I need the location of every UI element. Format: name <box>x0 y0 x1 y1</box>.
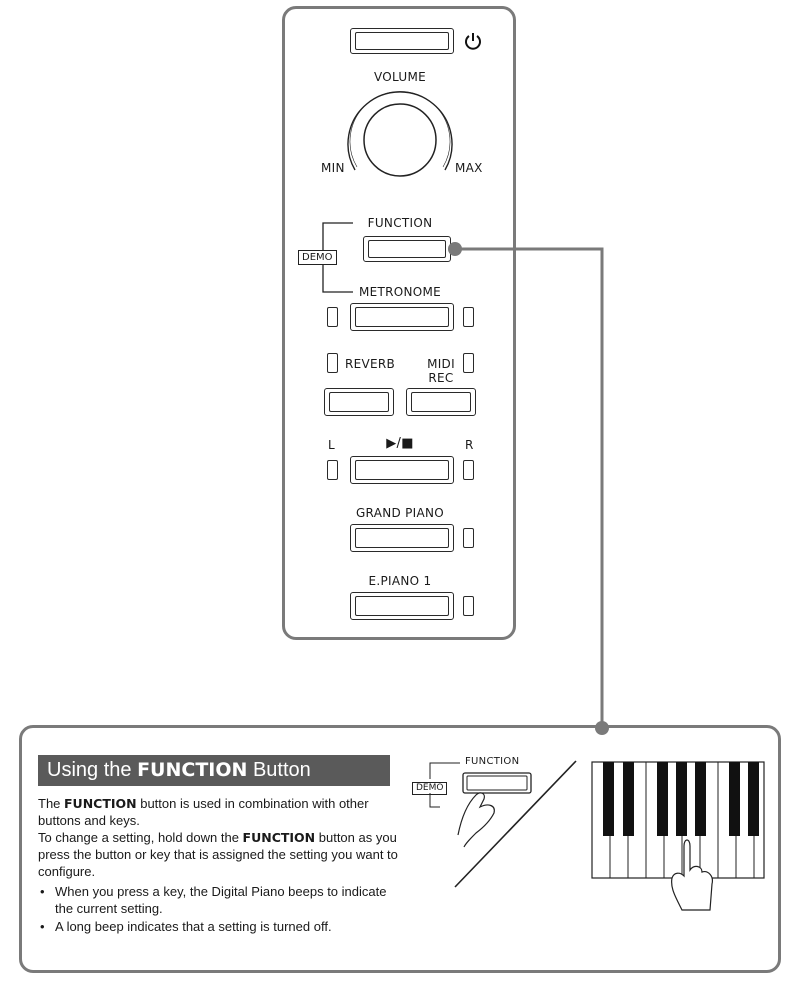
info-paragraph-2: To change a setting, hold down the FUNCT… <box>38 830 398 879</box>
power-button[interactable] <box>350 28 454 54</box>
reverb-button[interactable] <box>324 388 394 416</box>
control-panel <box>282 6 516 640</box>
metronome-label: METRONOME <box>358 285 442 299</box>
info-bullet: •A long beep indicates that a setting is… <box>40 919 332 934</box>
function-press-illustration <box>429 760 577 888</box>
grand-piano-indicator <box>463 528 474 548</box>
volume-max-label: MAX <box>455 161 483 175</box>
metronome-right-indicator <box>463 307 474 327</box>
volume-min-label: MIN <box>321 161 345 175</box>
demo-bracket <box>322 222 353 293</box>
volume-label: VOLUME <box>373 70 427 84</box>
keyboard-illustration <box>591 761 765 911</box>
midi-rec-indicator <box>463 353 474 373</box>
right-indicator <box>463 460 474 480</box>
metronome-button[interactable] <box>350 303 454 331</box>
epiano-label: E.PIANO 1 <box>368 574 432 588</box>
function-button[interactable] <box>363 236 451 262</box>
mini-function-label: FUNCTION <box>465 756 520 767</box>
play-stop-button[interactable] <box>350 456 454 484</box>
info-paragraph-1: The FUNCTION button is used in combinati… <box>38 796 369 828</box>
left-indicator <box>327 460 338 480</box>
function-label: FUNCTION <box>367 216 433 230</box>
grand-piano-button[interactable] <box>350 524 454 552</box>
epiano-indicator <box>463 596 474 616</box>
grand-piano-label: GRAND PIANO <box>355 506 445 520</box>
metronome-left-indicator <box>327 307 338 327</box>
epiano-button[interactable] <box>350 592 454 620</box>
reverb-indicator <box>327 353 338 373</box>
midi-rec-button[interactable] <box>406 388 476 416</box>
right-label: R <box>465 438 474 452</box>
power-icon <box>465 33 481 50</box>
demo-label: DEMO <box>298 250 337 265</box>
volume-knob[interactable] <box>340 90 460 190</box>
info-box <box>19 725 781 973</box>
info-title: Using the FUNCTION Button <box>38 755 390 786</box>
info-bullet: •When you press a key, the Digital Piano… <box>40 884 387 916</box>
left-label: L <box>328 438 335 452</box>
play-stop-label: ▶/■ <box>386 436 414 451</box>
reverb-label: REVERB <box>345 357 396 371</box>
